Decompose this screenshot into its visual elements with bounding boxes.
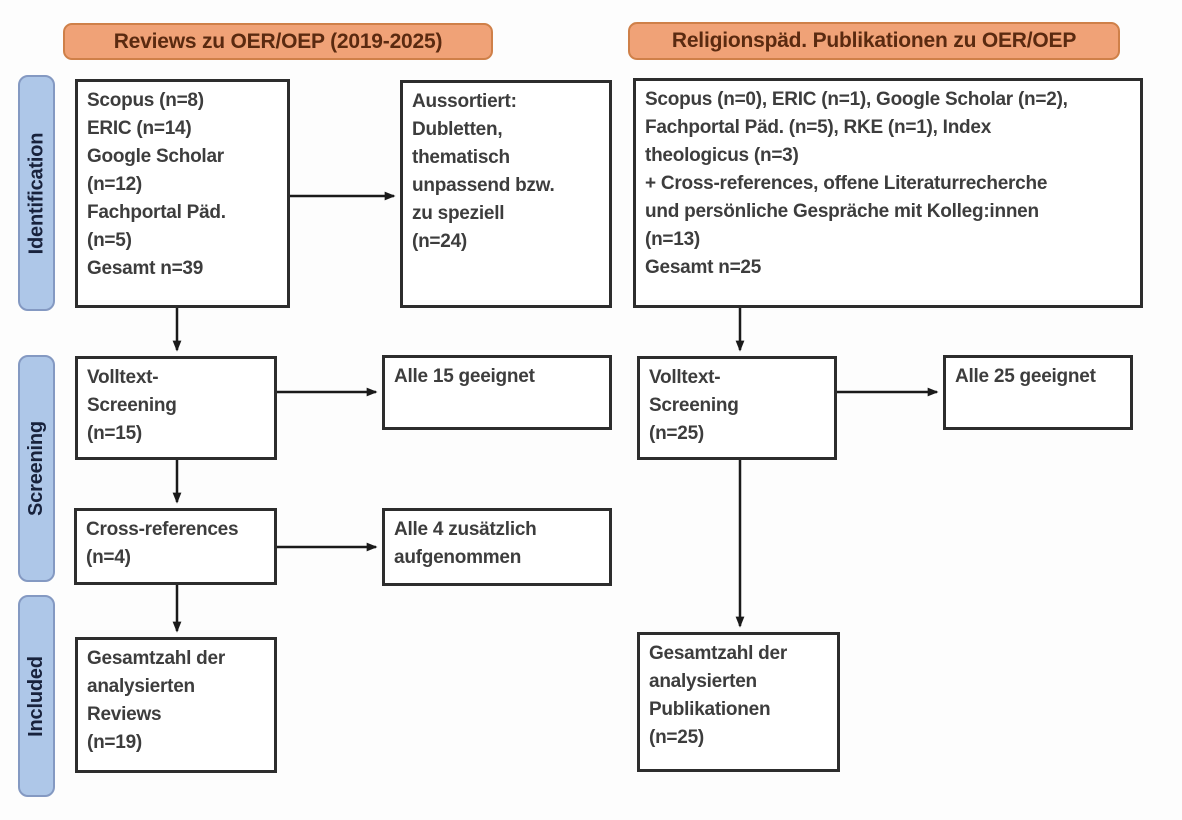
column-header-religionspaed: Religionspäd. Publikationen zu OER/OEP (628, 22, 1120, 60)
right-screening-result-box: Alle 25 geeignet (943, 355, 1133, 430)
right-identification-box: Scopus (n=0), ERIC (n=1), Google Scholar… (633, 78, 1143, 308)
column-header-reviews: Reviews zu OER/OEP (2019-2025) (63, 23, 493, 60)
stage-label-included-text: Included (25, 655, 48, 737)
left-identification-box: Scopus (n=8) ERIC (n=14) Google Scholar … (75, 79, 290, 308)
stage-label-screening: Screening (18, 355, 55, 582)
left-screening-result-box: Alle 15 geeignet (382, 355, 612, 430)
stage-label-included: Included (18, 595, 55, 797)
right-fulltext-screening-box: Volltext- Screening (n=25) (637, 356, 837, 460)
left-fulltext-screening-box: Volltext- Screening (n=15) (75, 356, 277, 460)
stage-label-identification: Identification (18, 75, 55, 311)
stage-label-identification-text: Identification (25, 132, 47, 254)
left-cross-references-box: Cross-references (n=4) (74, 508, 277, 585)
right-included-total-box: Gesamtzahl der analysierten Publikatione… (637, 632, 840, 772)
left-cross-references-result-box: Alle 4 zusätzlich aufgenommen (382, 508, 612, 586)
stage-label-screening-text: Screening (25, 421, 47, 516)
left-excluded-box: Aussortiert: Dubletten, thematisch unpas… (400, 80, 612, 308)
left-included-total-box: Gesamtzahl der analysierten Reviews (n=1… (75, 637, 277, 773)
